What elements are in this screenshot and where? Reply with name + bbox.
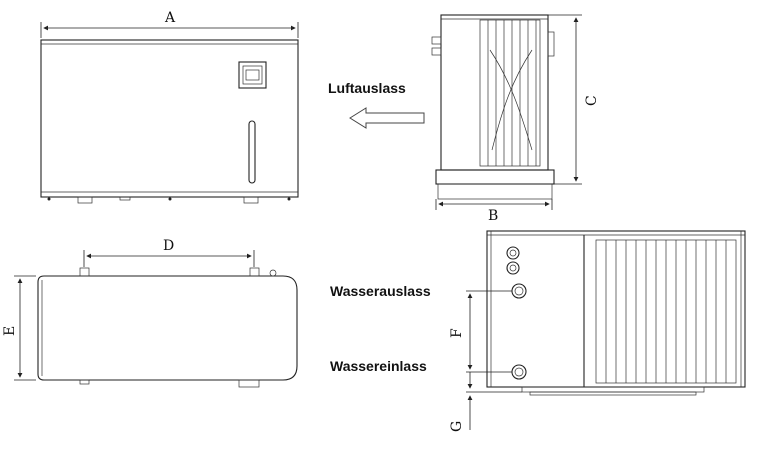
bottom-stub-left <box>79 379 90 385</box>
front-screw-left <box>47 197 51 201</box>
control-panel <box>238 61 267 89</box>
dim-a-label: A <box>164 10 176 26</box>
control-panel-display <box>242 65 263 85</box>
side-base-lower <box>437 183 553 200</box>
back-base <box>521 386 705 393</box>
dim-g-label: G <box>449 421 465 432</box>
dim-e-label: E <box>2 326 18 336</box>
dim-f-label: F <box>449 328 465 338</box>
side-handle <box>547 31 555 57</box>
front-foot-left <box>77 196 93 204</box>
top-stub-left <box>79 267 90 277</box>
air-outlet-arrow-icon <box>349 107 425 129</box>
front-drain <box>119 196 131 201</box>
front-screw-right <box>287 197 291 201</box>
dim-d-label: D <box>163 238 174 254</box>
back-grille-bars <box>605 240 727 383</box>
water-outlet-port-icon <box>511 283 527 299</box>
top-body-outline <box>37 275 298 381</box>
bottom-connector <box>238 379 260 388</box>
side-fitting-top <box>431 36 442 45</box>
side-view: C B <box>431 14 600 224</box>
back-view: F G <box>449 230 746 432</box>
side-grille-bars <box>487 20 537 166</box>
water-inlet-port-icon <box>511 364 527 380</box>
side-base <box>435 169 555 185</box>
top-stub-right <box>249 267 260 277</box>
back-gauge-top-icon <box>506 246 520 260</box>
back-base-lower <box>529 391 697 396</box>
side-body-outline <box>440 14 549 171</box>
water-inlet-label: Wassereinlass <box>330 358 427 374</box>
back-gauge-bottom-icon <box>506 261 520 275</box>
top-view: D E <box>2 238 298 388</box>
top-fitting-icon <box>269 269 277 277</box>
water-outlet-label: Wasserauslass <box>330 283 431 299</box>
side-grille-frame <box>479 19 541 167</box>
front-body-outline <box>40 39 299 198</box>
front-view: A <box>40 10 299 204</box>
dim-c-label: C <box>584 95 600 106</box>
front-handle-slot <box>248 120 256 184</box>
control-panel-screen <box>245 69 260 81</box>
front-screw-mid <box>168 197 172 201</box>
side-fitting-bottom <box>431 47 442 56</box>
air-outlet-label: Luftauslass <box>328 80 406 96</box>
front-foot-right <box>243 196 259 204</box>
dim-b-label: B <box>488 208 498 224</box>
